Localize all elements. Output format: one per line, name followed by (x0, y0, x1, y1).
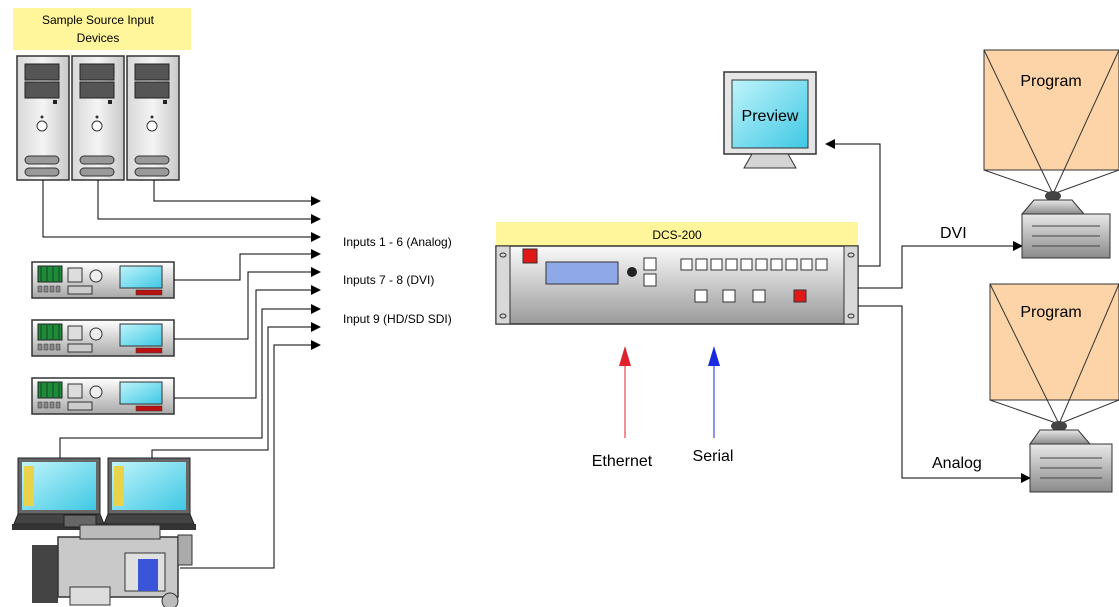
input-select-buttons (680, 258, 828, 271)
rack-devices (31, 261, 175, 415)
pc-towers (16, 55, 180, 181)
vcr-deck-icon (31, 377, 175, 415)
program-bottom-label: Program (1020, 304, 1081, 321)
ethernet-arrow-icon (619, 346, 631, 366)
laptops (12, 457, 196, 530)
device-name: DCS-200 (652, 228, 702, 242)
input-sdi-label: Input 9 (HD/SD SDI) (343, 312, 452, 326)
camcorder-icon (32, 514, 193, 607)
projector-top-icon (1020, 191, 1111, 259)
vcr-deck-icon (31, 319, 175, 357)
inputs-analog-label: Inputs 1 - 6 (Analog) (343, 235, 452, 249)
vcr-deck-icon (31, 261, 175, 299)
preview-monitor: Preview (723, 71, 817, 169)
source-devices-label: Sample Source Input Devices (13, 8, 191, 50)
source-label-line2: Devices (77, 31, 120, 45)
dcs-200-switcher: DCS-200 (495, 222, 859, 325)
inputs-dvi-label: Inputs 7 - 8 (DVI) (343, 273, 434, 287)
preview-label: Preview (742, 108, 799, 125)
laptop-icon (102, 457, 196, 530)
serial-arrow-icon (708, 346, 720, 366)
input-connections (42, 180, 321, 569)
pc-tower-icon (16, 55, 70, 181)
program-top-label: Program (1020, 73, 1081, 90)
program-screen-top: Program (983, 49, 1119, 195)
output-connections (825, 139, 1031, 483)
source-label-line1: Sample Source Input (42, 13, 155, 27)
program-screen-bottom: Program (989, 283, 1119, 425)
analog-output-label: Analog (932, 455, 982, 472)
pc-tower-icon (126, 55, 180, 181)
dvi-output-label: DVI (940, 225, 967, 242)
serial-label: Serial (693, 448, 734, 465)
ethernet-label: Ethernet (592, 453, 653, 470)
pc-tower-icon (71, 55, 125, 181)
projector-bottom-icon (1029, 421, 1113, 493)
